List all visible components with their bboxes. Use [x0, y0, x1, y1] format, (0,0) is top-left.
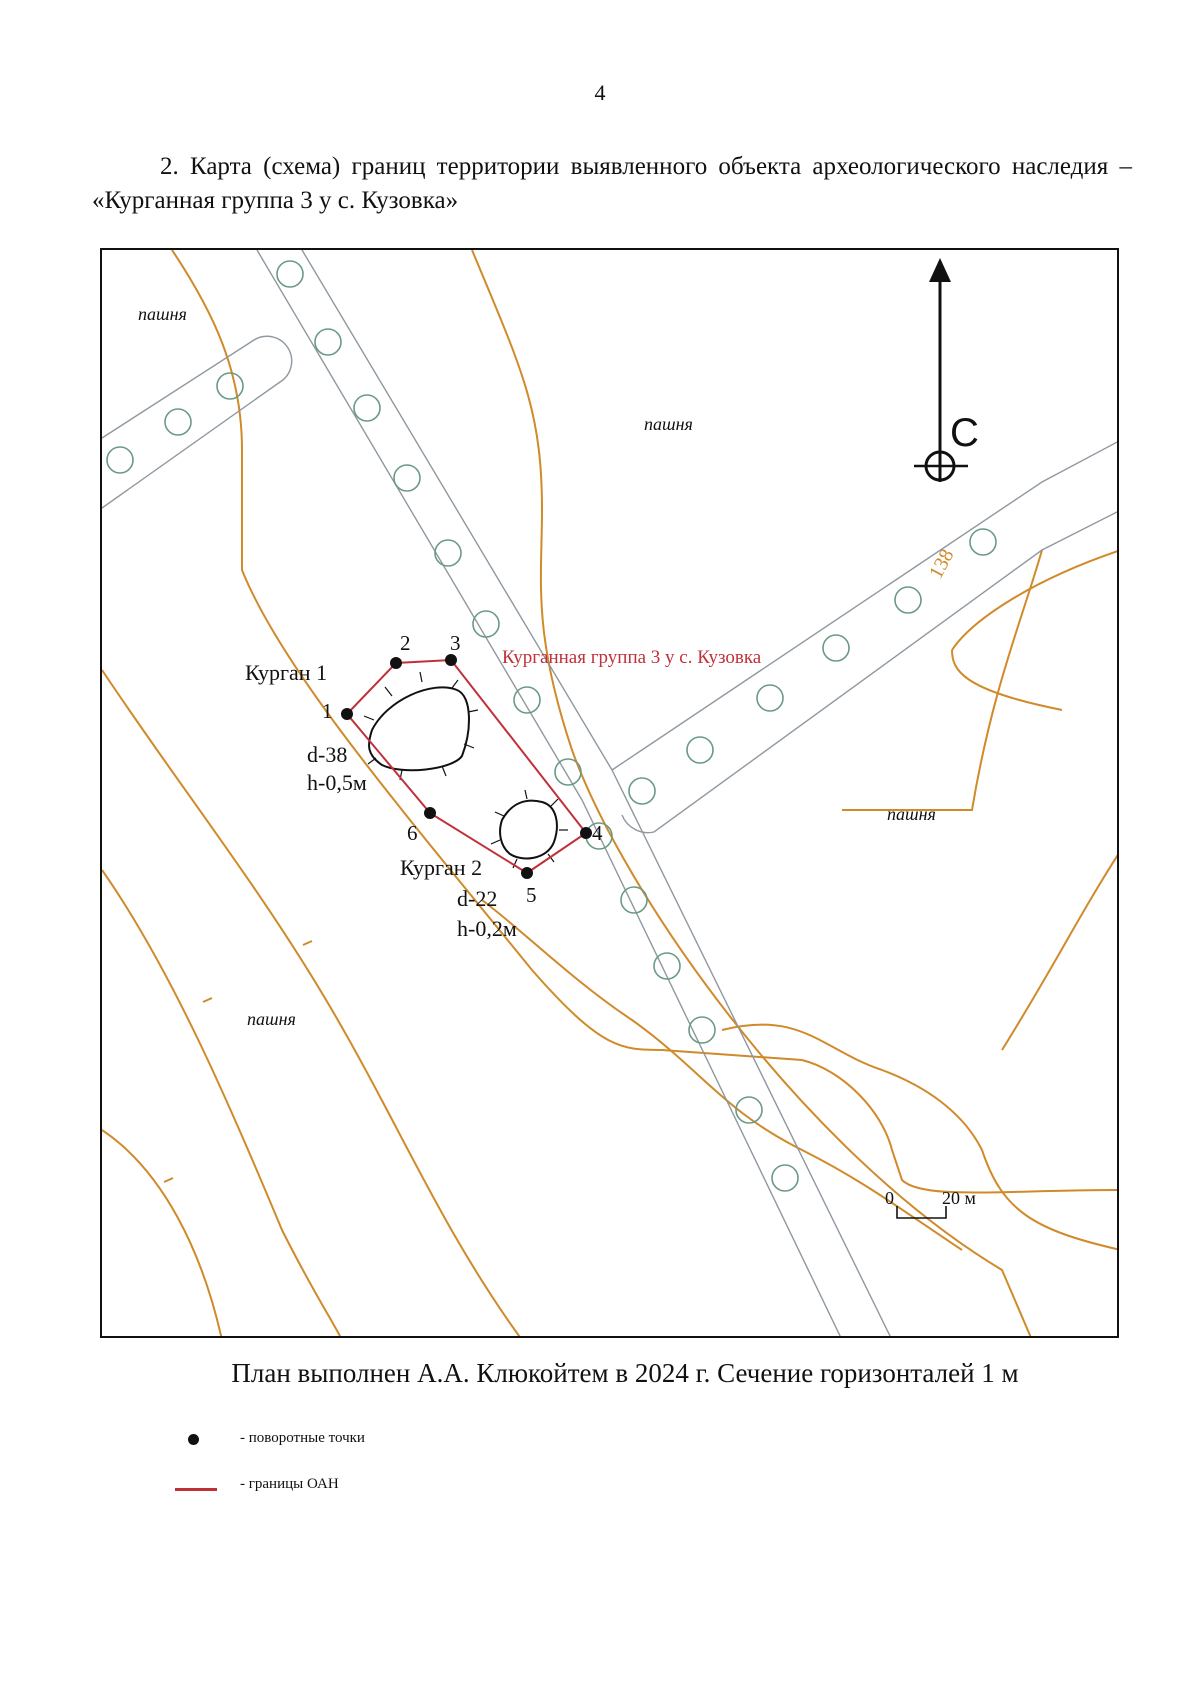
north-arrow [914, 258, 968, 482]
map-heading: 2. Карта (схема) границ территории выявл… [92, 153, 1132, 214]
contour-line [721, 1023, 1117, 1251]
contour-line [102, 669, 521, 1336]
field-label: пашня [247, 1009, 296, 1029]
contour-value-label: 138 [925, 546, 959, 583]
contour-line [481, 899, 963, 1251]
legend-label: - границы ОАН [240, 1476, 339, 1492]
turning-point-markers [341, 654, 592, 879]
field-label: пашня [138, 304, 187, 324]
kurgan-1-mound [363, 671, 479, 781]
contour-line [102, 1129, 223, 1336]
point-label-5: 5 [526, 883, 537, 907]
contour-line [842, 549, 1043, 811]
well-circles [106, 260, 997, 1192]
kurgan-1-diameter: d-38 [307, 742, 347, 767]
kurgan-1-name: Курган 1 [245, 660, 327, 685]
point-label-6: 6 [407, 821, 418, 845]
roads [102, 250, 1117, 1336]
north-letter: С [950, 411, 979, 455]
scale-bar [896, 1206, 947, 1219]
contour-ticks [163, 940, 313, 1183]
map-caption: План выполнен А.А. Клюкойтем в 2024 г. С… [231, 1358, 1019, 1388]
road-upper-left [102, 335, 293, 509]
point-label-3: 3 [450, 631, 461, 655]
contour-line [102, 869, 342, 1336]
contour-line [1001, 854, 1117, 1051]
site-map: 1 2 3 4 5 6 Курган 1 d-38 h-0,5м Курган … [100, 248, 1119, 1338]
contour-line [951, 550, 1117, 651]
field-label: пашня [887, 804, 936, 824]
object-label: Курганная группа 3 у с. Кузовка [502, 647, 762, 668]
point-label-4: 4 [592, 821, 603, 845]
scale-zero-label: 0 [885, 1188, 894, 1208]
page-number: 4 [594, 80, 606, 105]
kurgan-2-height: h-0,2м [457, 916, 517, 941]
contour-line [951, 649, 1063, 711]
kurgan-2-diameter: d-22 [457, 886, 497, 911]
field-label: пашня [644, 414, 693, 434]
turning-point-symbol [188, 1434, 199, 1445]
boundary-line-symbol [175, 1488, 217, 1491]
point-label-2: 2 [400, 631, 411, 655]
kurgan-2-name: Курган 2 [400, 855, 482, 880]
road-right-branch [611, 441, 1117, 834]
point-label-1: 1 [322, 699, 333, 723]
legend-label: - поворотные точки [240, 1430, 365, 1446]
kurgan-2-mound [490, 789, 568, 869]
contour-line [171, 250, 1117, 1194]
contour-lines [102, 250, 1117, 1336]
kurgan-1-height: h-0,5м [307, 770, 367, 795]
scale-length-label: 20 м [942, 1188, 976, 1208]
contour-line [471, 250, 1032, 1336]
